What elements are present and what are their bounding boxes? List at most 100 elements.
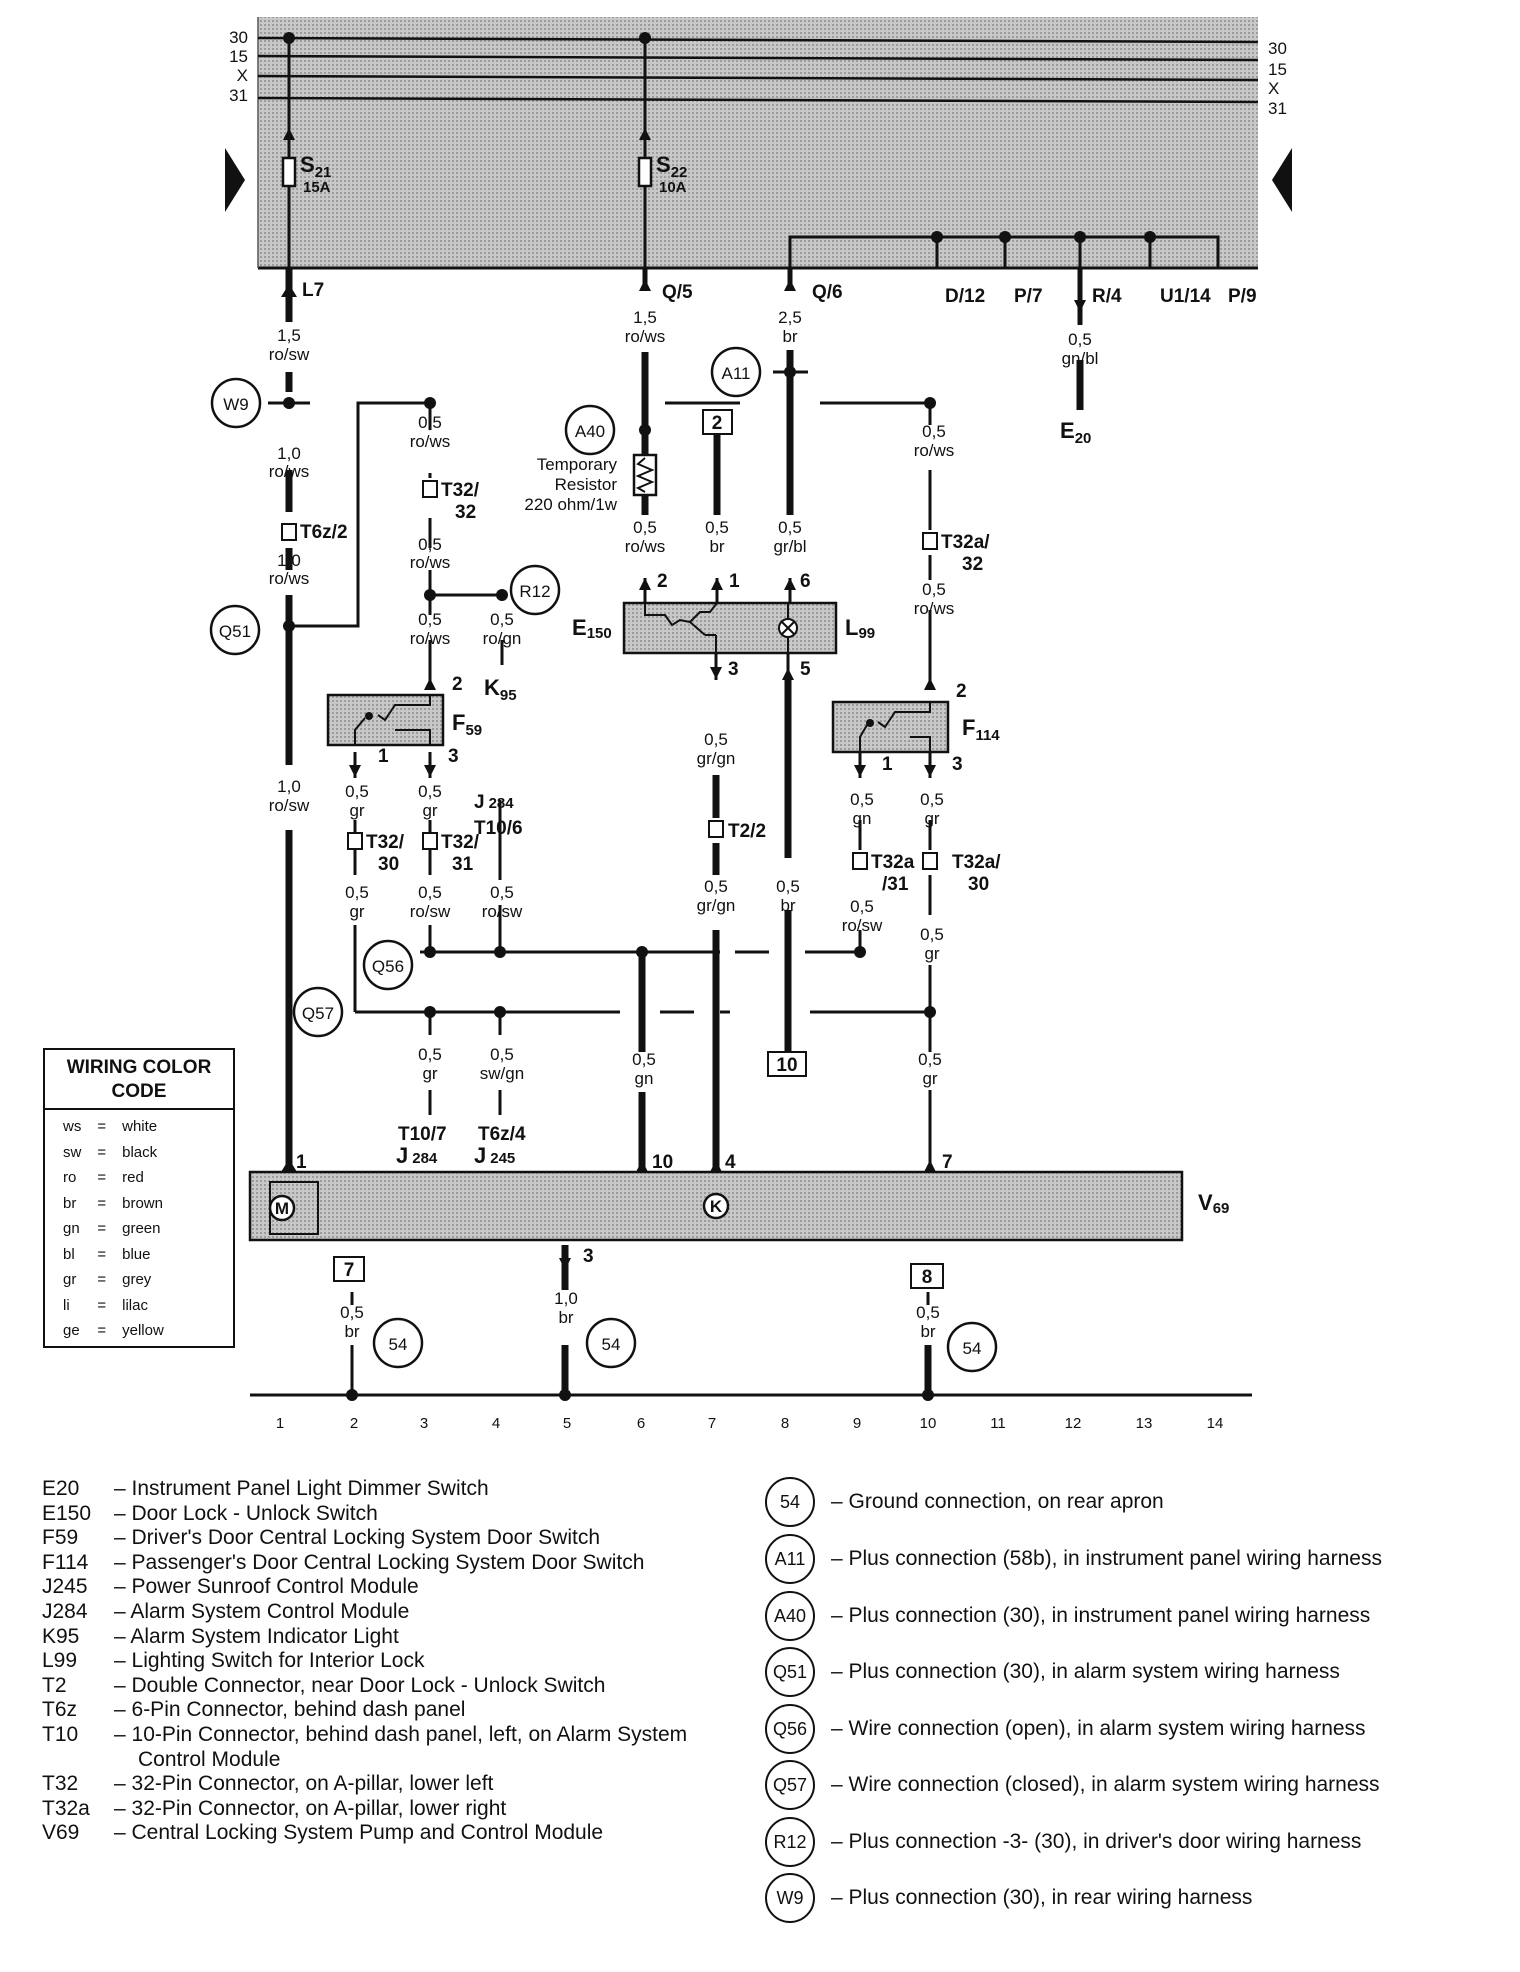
color-code-row: ws=white: [55, 1116, 172, 1142]
grid-number: 4: [492, 1415, 500, 1432]
pin-number: 1: [378, 746, 389, 767]
wire-label-color: gr/bl: [773, 537, 806, 556]
wire-label-color: ro/ws: [410, 432, 451, 451]
connector-icon: [281, 523, 297, 541]
color-code-title-line: WIRING COLOR: [66, 1057, 212, 1078]
wire-label-size: 0,5: [705, 518, 729, 537]
color-code-color: blue: [122, 1245, 151, 1263]
wire-label-color: ro/ws: [410, 553, 451, 572]
grid-number: 2: [350, 1415, 358, 1432]
wire-label-color: ro/ws: [410, 629, 451, 648]
legend-description: – Power Sunroof Control Module: [114, 1575, 419, 1599]
exit-q5: Q/5: [662, 282, 693, 303]
color-code-color: white: [122, 1118, 158, 1136]
wire-label-color: ro/gn: [483, 629, 522, 648]
motor-icon: [268, 1194, 296, 1222]
color-code-row: li=lilac: [55, 1295, 172, 1321]
pin-number: 2: [956, 681, 967, 702]
color-code-abbr: br: [63, 1194, 77, 1212]
bus-label-15: 15: [229, 47, 248, 66]
wire-label-size: 0,5: [850, 790, 874, 809]
connection-description: – Plus connection (30), in rear wiring h…: [831, 1886, 1253, 1909]
bus-labels-left: 30 15 X 31: [229, 28, 248, 105]
pin-number: 3: [952, 754, 963, 775]
legend-description: – Double Connector, near Door Lock - Unl…: [114, 1673, 606, 1697]
wiring-diagram: 30 15 X 31 30 15 X 31 S21 15A S22 10A: [209, 17, 1292, 1432]
legend-description: – Alarm System Indicator Light: [114, 1624, 399, 1648]
grid-number: 6: [637, 1415, 645, 1432]
color-code-title-line: CODE: [111, 1081, 167, 1102]
connector-t2-2: T2/2: [728, 821, 766, 842]
ref-q56: Q56: [372, 957, 404, 976]
legend-description: – 32-Pin Connector, on A-pillar, lower l…: [114, 1772, 494, 1796]
connector-t32a-31-a: T32a: [871, 852, 915, 873]
wire-label-color: ro/ws: [625, 327, 666, 346]
legend-code: E150: [42, 1501, 92, 1525]
color-code-row: ge=yellow: [55, 1320, 172, 1346]
wire-label-color: ro/sw: [842, 916, 883, 935]
connection-legend-row: Q57– Wire connection (closed), in alarm …: [765, 1760, 1380, 1810]
wire-label-color: gr: [349, 801, 364, 820]
legend-description: – 10-Pin Connector, behind dash panel, l…: [114, 1722, 688, 1746]
legend-row: V69– Central Locking System Pump and Con…: [42, 1821, 742, 1846]
connector-icon: [347, 832, 363, 850]
wire-label-color: sw/gn: [480, 1064, 524, 1083]
color-code-row: gr=grey: [55, 1269, 172, 1295]
wire-label-size: 0,5: [922, 422, 946, 441]
pin-number: 5: [800, 659, 811, 680]
grid-number: 1: [276, 1415, 284, 1432]
wire-label-color: ro/ws: [914, 441, 955, 460]
connector-icon: [422, 832, 438, 850]
color-code-color: black: [122, 1143, 158, 1161]
color-code-eq: =: [97, 1322, 107, 1340]
connection-description: – Ground connection, on rear apron: [831, 1490, 1164, 1513]
connection-description: – Plus connection (30), in alarm system …: [831, 1660, 1340, 1683]
legend-row: E150– Door Lock - Unlock Switch: [42, 1502, 742, 1527]
wire-label-color: gn: [853, 809, 872, 828]
bus-label-30: 30: [1268, 39, 1287, 58]
fuse-s21-label: S21: [300, 152, 331, 181]
connector-t32a-30-b: 30: [968, 874, 989, 895]
color-code-eq: =: [97, 1245, 107, 1263]
color-code-eq: =: [97, 1118, 107, 1136]
connector-t32-31-a: T32/: [441, 832, 480, 853]
legend-row: K95– Alarm System Indicator Light: [42, 1625, 742, 1650]
wire-label-color: ro/ws: [914, 599, 955, 618]
wire-label-size: 2,5: [778, 308, 802, 327]
fuse-s22-rating: 10A: [659, 179, 687, 196]
grid-number: 12: [1065, 1415, 1082, 1432]
exit-u1-14: U1/14: [1160, 286, 1211, 307]
color-code-color: lilac: [122, 1296, 148, 1314]
grid-number: 8: [781, 1415, 789, 1432]
color-code-abbr: sw: [63, 1143, 82, 1161]
color-code-color: yellow: [122, 1322, 164, 1340]
legend-row: T32a– 32-Pin Connector, on A-pillar, low…: [42, 1797, 742, 1822]
connection-description: – Plus connection (30), in instrument pa…: [831, 1604, 1371, 1627]
connection-id-badge: W9: [765, 1873, 815, 1923]
legend-description: – Alarm System Control Module: [114, 1599, 410, 1623]
ref-q57: Q57: [302, 1004, 334, 1023]
connection-legend-row: 54– Ground connection, on rear apron: [765, 1477, 1164, 1527]
wire-label-size: 0,5: [920, 790, 944, 809]
wire-label-color: br: [558, 1308, 573, 1327]
ref-ground-54: 54: [389, 1335, 408, 1354]
boxed-references: 2 10 7 8: [333, 409, 944, 1289]
legend-code: J284: [42, 1599, 88, 1623]
color-code-eq: =: [97, 1194, 107, 1212]
wire-label-color: ro/ws: [269, 569, 310, 588]
boxed-ref-10: 10: [776, 1055, 797, 1076]
color-code-title: WIRING COLOR CODE: [45, 1050, 233, 1110]
bus-label-x: X: [237, 66, 248, 85]
pin-number: 1: [882, 754, 893, 775]
wire-label-color: br: [709, 537, 724, 556]
grid-number: 10: [920, 1415, 937, 1432]
wire-labels: 1,5 ro/sw 1,0 ro/ws 1,0 ro/ws 1,0 ro/sw …: [269, 308, 1099, 1341]
fuse-s22-label: S22: [656, 152, 687, 181]
legend-description: – Passenger's Door Central Locking Syste…: [114, 1550, 645, 1574]
wire-label-size: 0,5: [704, 877, 728, 896]
legend-code: T2: [42, 1673, 67, 1697]
color-code-eq: =: [97, 1271, 107, 1289]
connector-t10-6: T10/6: [474, 818, 523, 839]
wire-label-color: gr: [924, 809, 939, 828]
